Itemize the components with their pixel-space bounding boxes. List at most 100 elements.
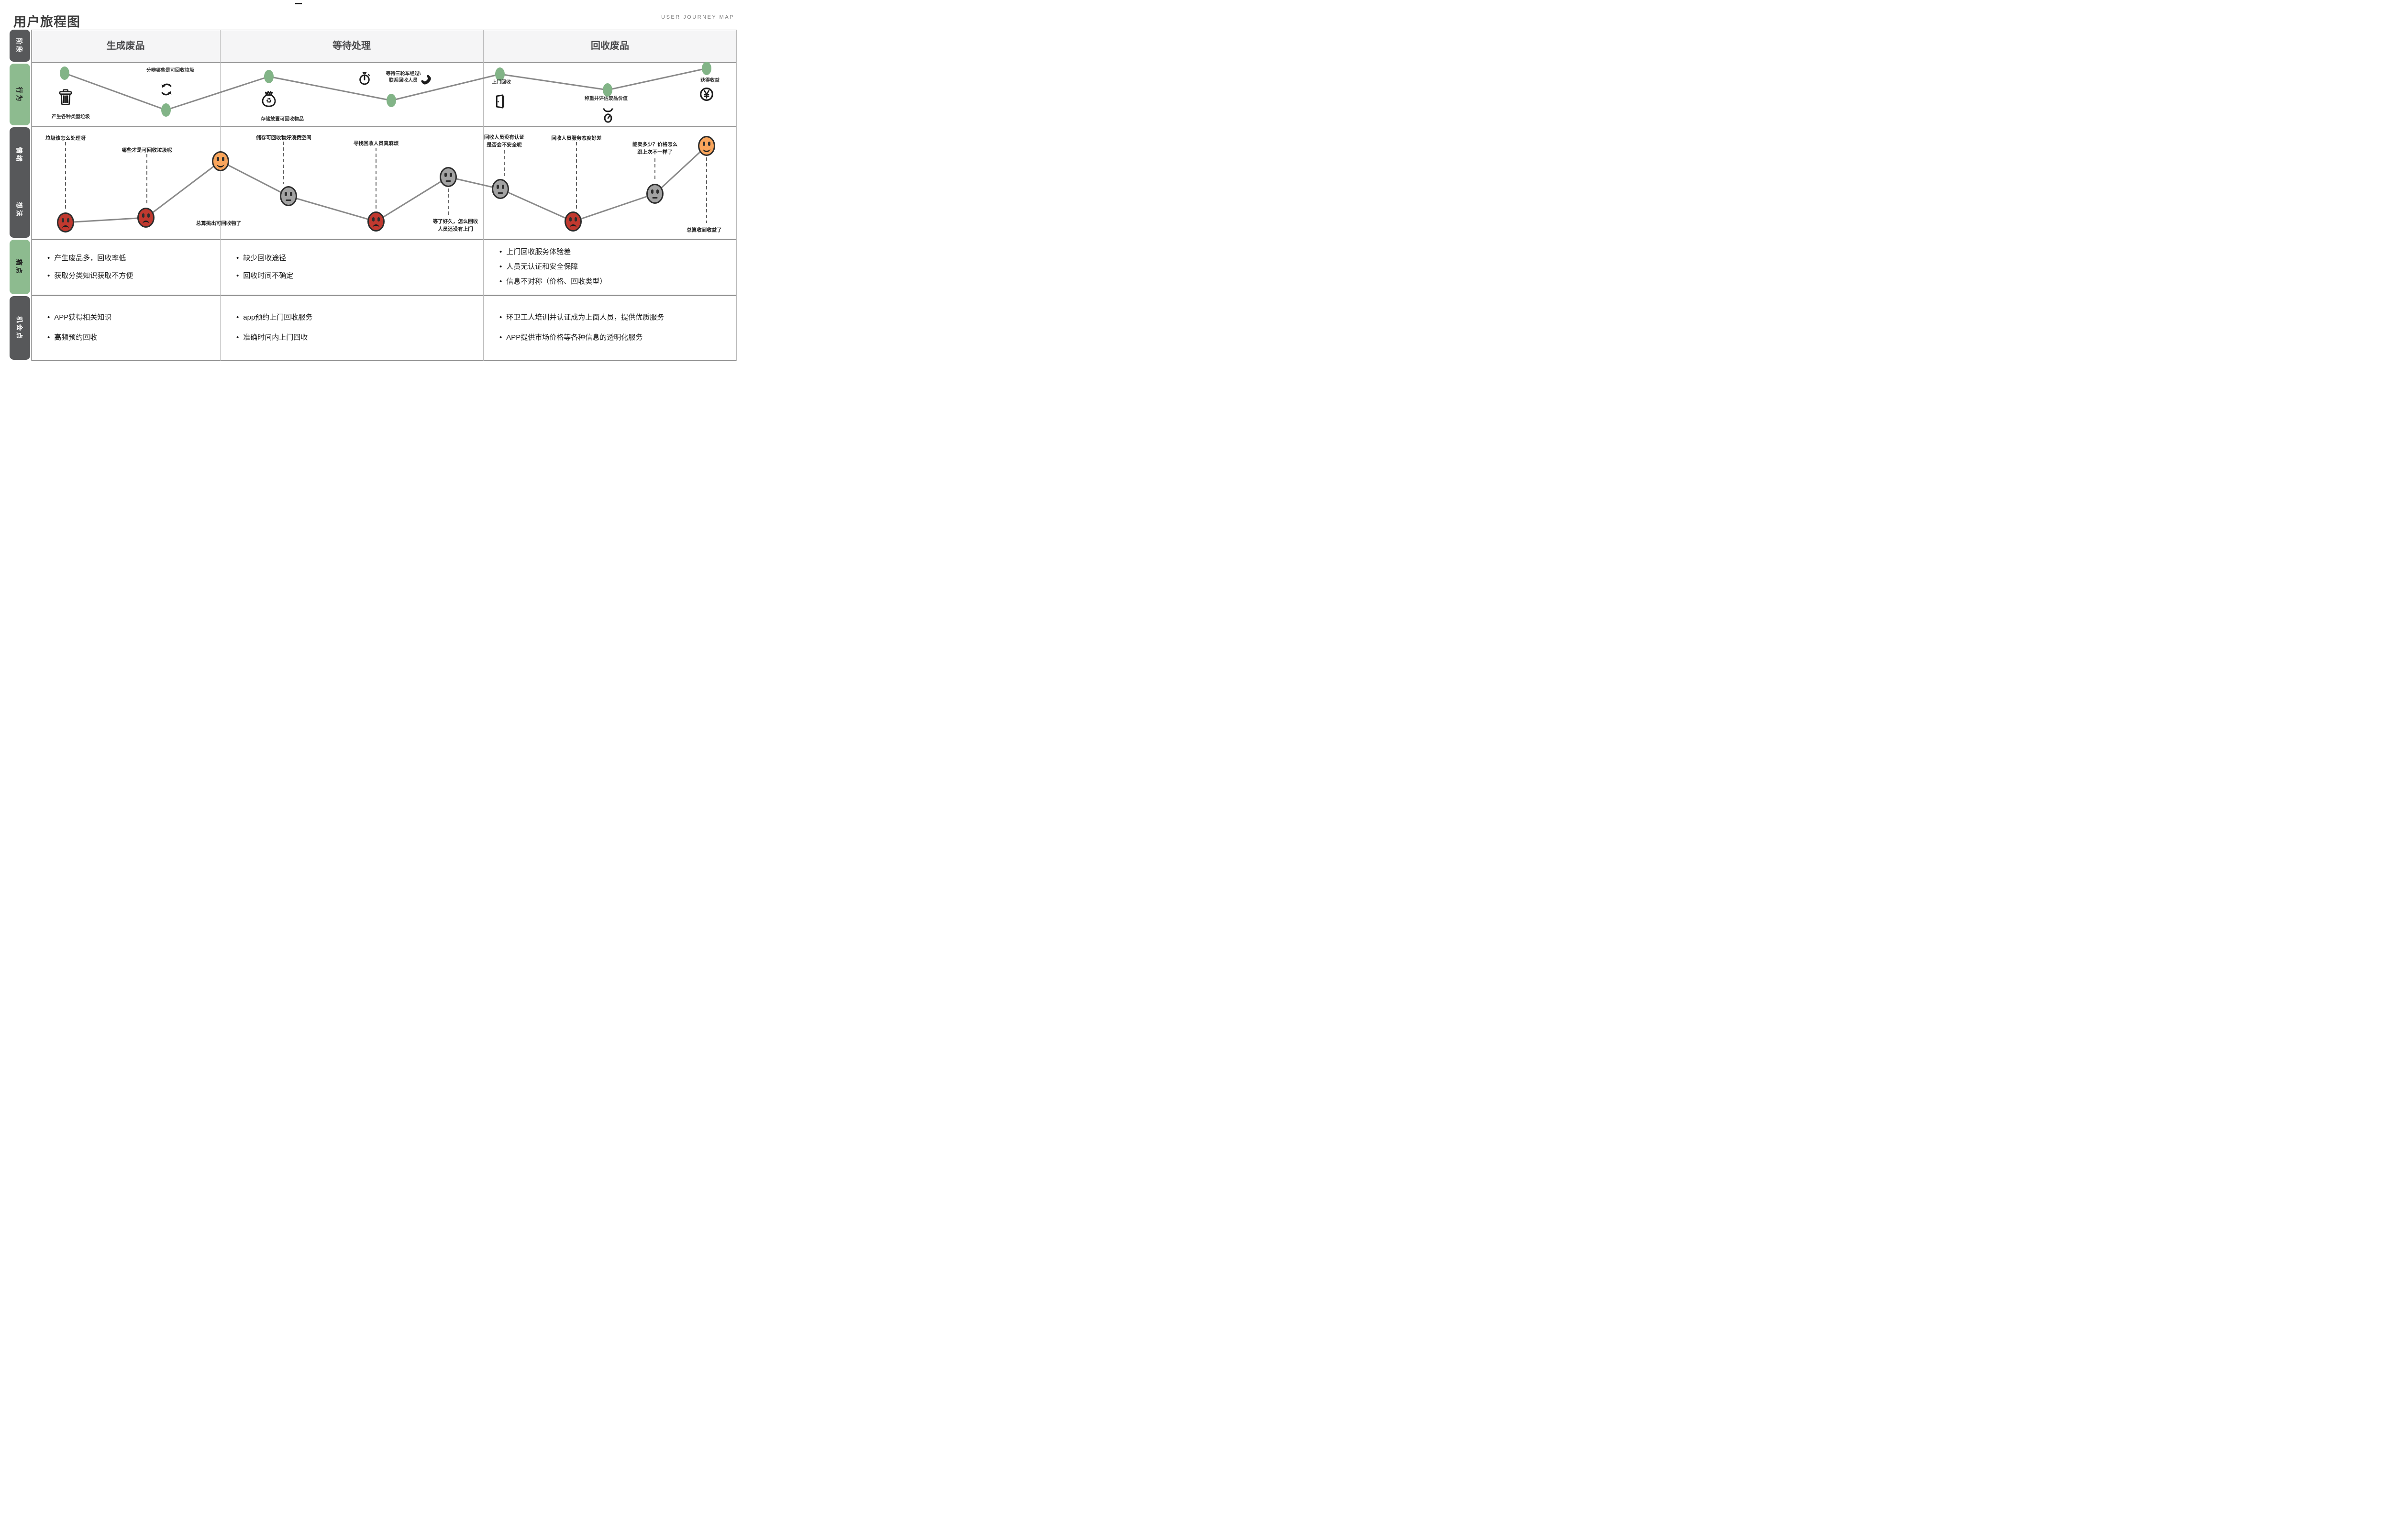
sidebar-label: 想法 <box>15 202 23 218</box>
opportunity-list-2: • app预约上门回收服务• 准确时间内上门回收 <box>220 297 483 359</box>
face-eye <box>142 213 144 218</box>
stage-header-wait-processing: 等待处理 <box>332 41 371 51</box>
pain-point-text: 上门回收服务体验差 <box>506 248 571 256</box>
opportunity-item: • 环卫工人培训并认证成为上面人员，提供优质服务 <box>499 313 732 322</box>
behavior-point <box>60 66 69 80</box>
yen-icon <box>698 86 715 102</box>
grid-line <box>736 30 737 361</box>
face-eye <box>285 192 287 196</box>
behavior-point <box>603 83 612 97</box>
stopwatch-icon <box>356 70 373 87</box>
sidebar-label: 痛点 <box>15 259 23 275</box>
face-mouth <box>143 221 149 225</box>
sidebar-label: 行为 <box>15 87 23 102</box>
emotion-annotation: 哪些才是可回收垃圾呢 <box>122 147 172 153</box>
behavior-step-label: 分辨哪些是可回收垃圾 <box>146 68 194 73</box>
face-mouth <box>570 224 576 229</box>
face-eye <box>450 173 452 177</box>
opportunity-text: APP获得相关知识 <box>54 313 112 321</box>
opportunity-text: app预约上门回收服务 <box>243 313 313 321</box>
grid-line <box>31 360 737 361</box>
opportunity-item: •高频预约回收 <box>47 333 215 342</box>
page-subtitle: USER JOURNEY MAP <box>661 14 734 20</box>
opportunity-text: 准确时间内上门回收 <box>243 333 308 342</box>
behavior-point <box>387 94 396 107</box>
emotion-face-sad <box>57 212 74 233</box>
face-eye <box>497 185 499 189</box>
behavior-point <box>495 67 505 81</box>
pain-point-item: •回收时间不确定 <box>236 272 478 280</box>
face-eye <box>703 142 705 146</box>
emotion-face-sad <box>367 211 385 232</box>
sidebar-label: 机会点 <box>15 316 23 340</box>
bullet-icon: • <box>47 313 50 321</box>
emotion-face-sad <box>137 208 155 228</box>
stage-header-recycle-waste: 回收废品 <box>591 41 629 51</box>
grid-line <box>31 126 737 127</box>
behavior-step-label: 称重并评估废品价值 <box>585 96 628 101</box>
pain-point-list-3: •上门回收服务体验差 •人员无认证和安全保障 • 信息不对称（价格、回收类型） <box>483 240 737 294</box>
pain-point-item: •获取分类知识获取不方便 <box>47 272 215 280</box>
behavior-step-label: 存储放置可回收物品 <box>261 117 304 122</box>
grid-line <box>31 62 737 63</box>
user-journey-map: 用户旅程图 USER JOURNEY MAP 生成废品 等待处理 回收废品 阶段… <box>0 0 739 369</box>
top-dash-decoration <box>295 3 302 4</box>
grid-line <box>31 295 737 296</box>
sidebar-row-label-情绪-想法: 情绪想法 <box>10 127 30 238</box>
face-eye <box>569 217 572 222</box>
bullet-icon: • <box>47 254 50 262</box>
bullet-icon: • <box>499 277 502 286</box>
emotion-face-neutral <box>280 186 297 206</box>
svg-text:♻: ♻ <box>266 97 272 104</box>
face-eye <box>575 217 577 222</box>
face-eye <box>222 157 224 161</box>
opportunity-item: • app预约上门回收服务 <box>236 313 478 322</box>
behavior-point <box>702 62 711 75</box>
pain-point-list-2: •缺少回收途径•回收时间不确定 <box>220 240 483 294</box>
emotion-annotation: 寻找回收人员真麻烦 <box>353 141 399 146</box>
emotion-face-sad <box>565 211 582 232</box>
opportunity-list-1: • APP获得相关知识 •高频预约回收 <box>31 297 220 359</box>
opportunity-item: • APP获得相关知识 <box>47 313 215 322</box>
pain-point-item: • 产生废品多，回收率低 <box>47 254 215 263</box>
emotion-annotation: 储存可回收物好浪费空间 <box>256 135 311 141</box>
pain-point-text: 信息不对称（价格、回收类型） <box>506 277 607 286</box>
bullet-icon: • <box>499 333 502 342</box>
pain-point-item: •上门回收服务体验差 <box>499 248 732 256</box>
sidebar-row-label-机会点: 机会点 <box>10 296 30 360</box>
face-mouth <box>498 192 503 194</box>
bullet-icon: • <box>236 313 239 321</box>
pain-point-text: 缺少回收途径 <box>243 254 287 262</box>
emotion-annotation: 总算收到收益了 <box>687 227 722 233</box>
sidebar-label: 情绪 <box>15 147 23 163</box>
stage-header-row <box>31 30 737 62</box>
face-eye <box>651 189 653 194</box>
behavior-step-label: 等待三轮车经过\联系回收人员 <box>386 71 421 83</box>
sidebar-label: 阶段 <box>15 38 23 54</box>
page-title: 用户旅程图 <box>13 15 80 29</box>
face-mouth <box>445 180 451 182</box>
face-eye <box>372 217 375 222</box>
pain-point-text: 产生废品多，回收率低 <box>54 254 126 262</box>
emotion-annotation: 回收人员没有认证是否会不安全呢 <box>484 134 524 148</box>
face-eye <box>502 185 504 189</box>
emotion-annotation: 回收人员服务态度好差 <box>551 135 602 141</box>
behavior-point <box>161 103 171 117</box>
scale-icon <box>599 107 617 124</box>
bullet-icon: • <box>499 313 502 321</box>
door-icon <box>491 93 508 110</box>
bullet-icon: • <box>47 271 50 280</box>
face-eye <box>67 218 69 222</box>
face-mouth <box>62 225 69 230</box>
behavior-point <box>264 70 274 83</box>
face-mouth <box>703 147 710 152</box>
emotion-annotation: 垃圾该怎么处理呀 <box>45 135 86 141</box>
stage-header-generate-waste: 生成废品 <box>106 41 145 51</box>
pain-point-list-1: • 产生废品多，回收率低 •获取分类知识获取不方便 <box>31 240 220 294</box>
behavior-step-label: 获得收益 <box>700 78 720 83</box>
pain-point-item: •人员无认证和安全保障 <box>499 263 732 271</box>
sidebar-row-label-痛点: 痛点 <box>10 240 30 294</box>
behavior-step-label: 上门回收 <box>492 80 511 85</box>
face-mouth <box>217 163 224 167</box>
opportunity-text: 环卫工人培训并认证成为上面人员，提供优质服务 <box>506 313 664 321</box>
